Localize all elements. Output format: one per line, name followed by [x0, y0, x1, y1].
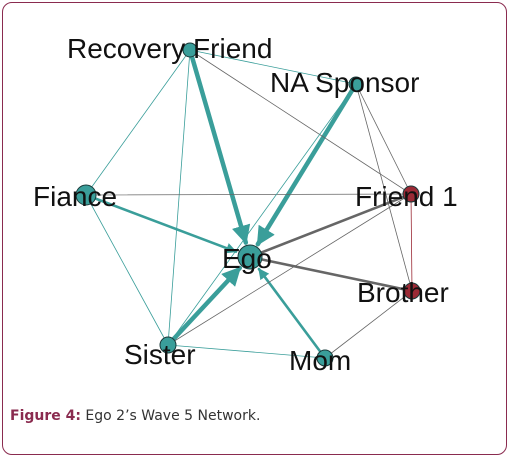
- edge-sister-to-ego: [165, 265, 243, 348]
- caption-text: Ego 2’s Wave 5 Network.: [80, 408, 261, 424]
- node-friend-1: [402, 185, 420, 203]
- edges-layer: [84, 47, 414, 360]
- node-fiance: [75, 184, 97, 206]
- edge-mom-to-ego: [257, 267, 327, 360]
- node-label-recovery-friend: Recovery Friend: [67, 33, 272, 64]
- node-label-na-sponsor: NA Sponsor: [270, 67, 419, 98]
- labels-layer: Recovery Friend NA Sponsor Fiance Friend…: [33, 33, 458, 376]
- edge-recovery-friend-to-sister: [167, 49, 191, 346]
- node-label-fiance: Fiance: [33, 181, 117, 212]
- edge-brother-to-ego: [248, 255, 414, 293]
- edge-fiance-to-friend-1: [85, 193, 412, 196]
- edge-fiance-to-ego: [84, 193, 238, 254]
- node-mom: [316, 349, 334, 367]
- edge-fiance-to-sister: [85, 194, 169, 346]
- edge-recovery-friend-to-na-sponsor: [189, 49, 357, 85]
- node-ego: [237, 244, 263, 270]
- edge-friend-1-to-brother: [410, 193, 413, 292]
- edge-sister-to-mom: [167, 344, 326, 359]
- figure-frame: [2, 2, 507, 455]
- edge-friend-1-to-ego: [248, 192, 413, 259]
- edge-brother-to-mom: [324, 290, 413, 359]
- node-label-friend-1: Friend 1: [355, 181, 458, 212]
- edge-na-sponsor-to-brother: [355, 83, 413, 292]
- node-na-sponsor: [348, 76, 364, 92]
- node-label-mom: Mom: [289, 345, 351, 376]
- node-brother: [403, 282, 421, 300]
- node-recovery-friend: [182, 42, 198, 58]
- figure-caption: Figure 4: Ego 2’s Wave 5 Network.: [10, 408, 260, 424]
- caption-prefix: Figure 4:: [10, 408, 81, 424]
- edge-sister-to-na-sponsor: [167, 83, 357, 346]
- edge-recovery-friend-to-ego: [187, 47, 251, 245]
- edge-friend-1-to-sister: [167, 193, 412, 346]
- edge-recovery-friend-to-friend-1: [189, 49, 412, 195]
- edge-recovery-friend-to-fiance: [85, 49, 191, 196]
- edge-na-sponsor-to-friend-1: [355, 83, 412, 195]
- node-label-sister: Sister: [124, 339, 196, 370]
- edge-na-sponsor-to-ego: [255, 81, 359, 247]
- node-sister: [159, 336, 177, 354]
- node-label-ego: Ego: [222, 243, 272, 274]
- node-label-brother: Brother: [357, 277, 449, 308]
- nodes-layer: [75, 42, 421, 367]
